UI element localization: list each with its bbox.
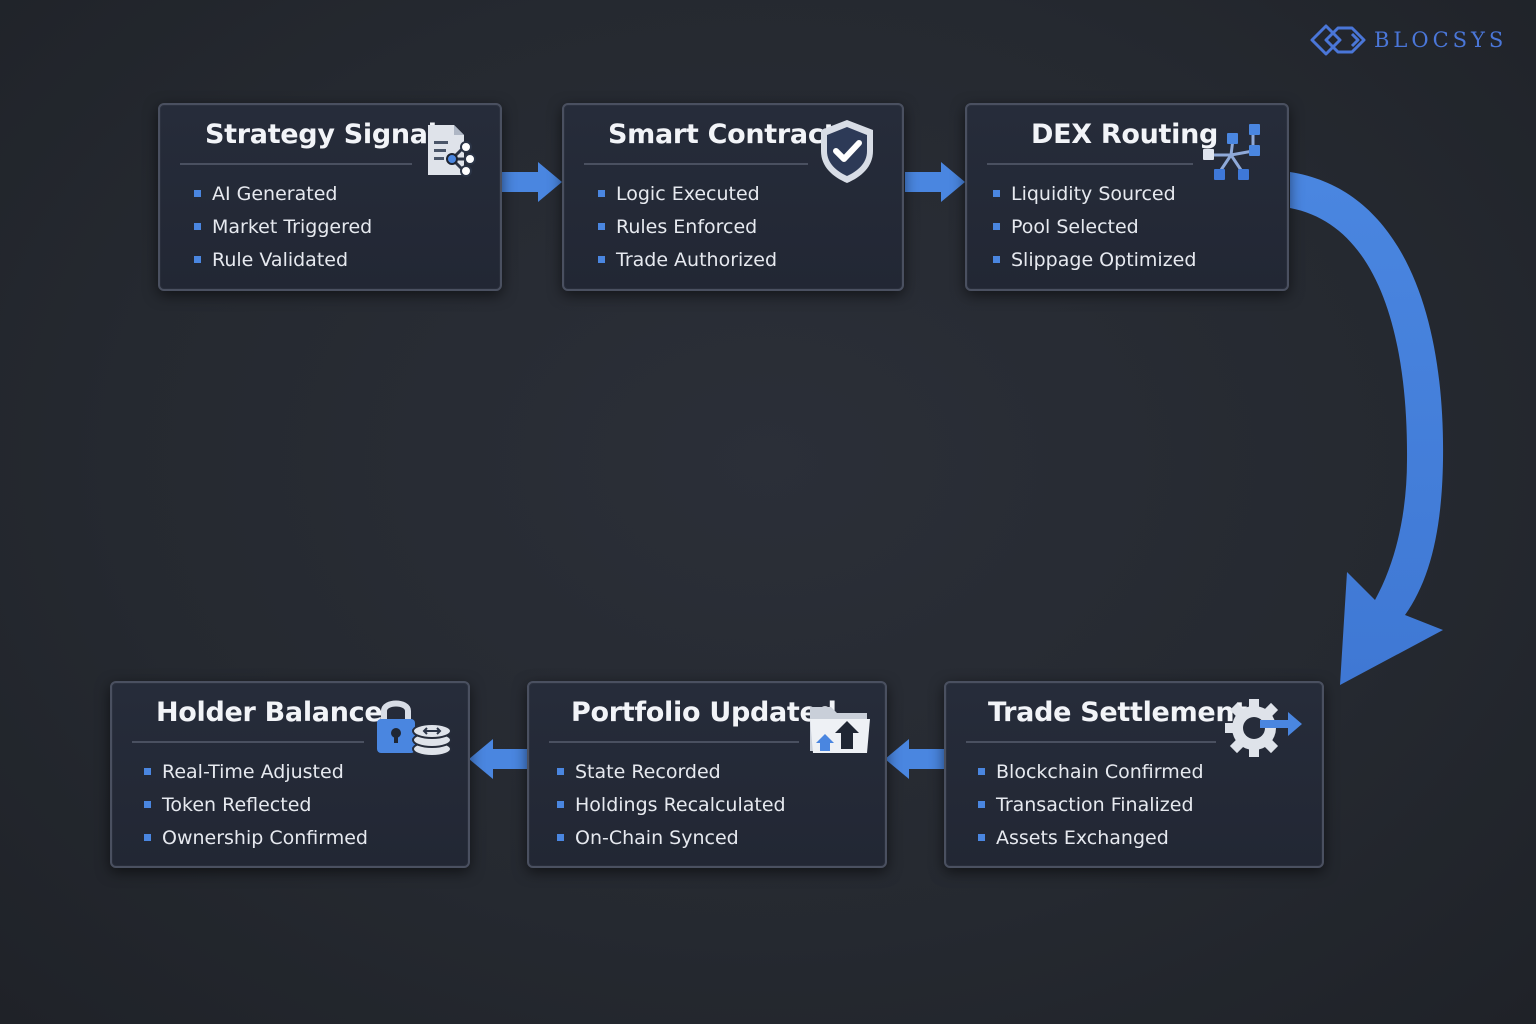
item-label: AI Generated bbox=[212, 182, 338, 205]
step-details: Liquidity Sourced Pool Selected Slippage… bbox=[993, 177, 1196, 276]
list-item: Logic Executed bbox=[598, 177, 777, 210]
item-label: Logic Executed bbox=[616, 182, 760, 205]
step-card-portfolio-updated: Portfolio Updated State Recorded Holding… bbox=[527, 681, 887, 868]
item-label: Assets Exchanged bbox=[996, 826, 1169, 849]
step-card-strategy-signal: Strategy Signal AI Generated Market Trig… bbox=[158, 103, 502, 291]
list-item: State Recorded bbox=[557, 755, 786, 788]
bullet-icon bbox=[598, 223, 605, 230]
bullet-icon bbox=[557, 801, 564, 808]
bullet-icon bbox=[598, 256, 605, 263]
item-label: Pool Selected bbox=[1011, 215, 1139, 238]
item-label: Slippage Optimized bbox=[1011, 248, 1197, 271]
card-title: Strategy Signal bbox=[205, 119, 437, 150]
item-label: Transaction Finalized bbox=[996, 793, 1194, 816]
bullet-icon bbox=[144, 834, 151, 841]
bullet-icon bbox=[144, 801, 151, 808]
bullet-icon bbox=[993, 256, 1000, 263]
flow-arrow-4-to-5 bbox=[885, 739, 945, 779]
bullet-icon bbox=[598, 190, 605, 197]
shield-check-icon bbox=[816, 117, 878, 185]
item-label: Rules Enforced bbox=[616, 215, 758, 238]
step-card-dex-routing: DEX Routing Liquidity Sourced Pool Selec… bbox=[965, 103, 1289, 291]
step-details: State Recorded Holdings Recalculated On-… bbox=[557, 755, 786, 854]
list-item: Ownership Confirmed bbox=[144, 821, 368, 854]
list-item: Rules Enforced bbox=[598, 210, 777, 243]
bullet-icon bbox=[194, 256, 201, 263]
flow-arrow-3-to-4 bbox=[1290, 172, 1444, 685]
bullet-icon bbox=[557, 834, 564, 841]
list-item: Liquidity Sourced bbox=[993, 177, 1196, 210]
brand-name: BLOCSYS bbox=[1374, 28, 1508, 52]
item-label: State Recorded bbox=[575, 760, 721, 783]
bullet-icon bbox=[978, 768, 985, 775]
item-label: Holdings Recalculated bbox=[575, 793, 786, 816]
card-title: Smart Contract bbox=[608, 119, 837, 150]
flow-arrow-1-to-2 bbox=[502, 162, 562, 202]
item-label: Market Triggered bbox=[212, 215, 373, 238]
list-item: Assets Exchanged bbox=[978, 821, 1204, 854]
list-item: Transaction Finalized bbox=[978, 788, 1204, 821]
bullet-icon bbox=[194, 223, 201, 230]
card-title: Holder Balance bbox=[156, 697, 383, 728]
list-item: On-Chain Synced bbox=[557, 821, 786, 854]
step-card-holder-balance: Holder Balance Real-Time Adjusted Token … bbox=[110, 681, 470, 868]
gear-arrow-icon bbox=[1222, 695, 1306, 761]
step-card-smart-contract: Smart Contract Logic Executed Rules Enfo… bbox=[562, 103, 904, 291]
step-details: AI Generated Market Triggered Rule Valid… bbox=[194, 177, 372, 276]
title-divider bbox=[549, 741, 799, 743]
card-title: DEX Routing bbox=[1031, 119, 1219, 150]
item-label: Blockchain Confirmed bbox=[996, 760, 1204, 783]
item-label: On-Chain Synced bbox=[575, 826, 739, 849]
item-label: Token Reflected bbox=[162, 793, 312, 816]
item-label: Ownership Confirmed bbox=[162, 826, 368, 849]
blocsys-logo-icon bbox=[1310, 24, 1366, 56]
bullet-icon bbox=[993, 190, 1000, 197]
list-item: Blockchain Confirmed bbox=[978, 755, 1204, 788]
title-divider bbox=[987, 163, 1193, 165]
item-label: Liquidity Sourced bbox=[1011, 182, 1176, 205]
routing-network-icon bbox=[1201, 121, 1267, 187]
list-item: Pool Selected bbox=[993, 210, 1196, 243]
lock-coins-icon bbox=[374, 693, 454, 761]
item-label: Trade Authorized bbox=[616, 248, 778, 271]
document-network-icon bbox=[424, 119, 486, 181]
step-details: Logic Executed Rules Enforced Trade Auth… bbox=[598, 177, 777, 276]
list-item: Rule Validated bbox=[194, 243, 372, 276]
item-label: Real-Time Adjusted bbox=[162, 760, 344, 783]
list-item: Slippage Optimized bbox=[993, 243, 1196, 276]
bullet-icon bbox=[993, 223, 1000, 230]
step-card-trade-settlement: Trade Settlement Blockchain Confirmed Tr… bbox=[944, 681, 1324, 868]
bullet-icon bbox=[978, 834, 985, 841]
list-item: Token Reflected bbox=[144, 788, 368, 821]
brand-logo: BLOCSYS bbox=[1308, 18, 1508, 62]
title-divider bbox=[584, 163, 808, 165]
list-item: AI Generated bbox=[194, 177, 372, 210]
step-details: Blockchain Confirmed Transaction Finaliz… bbox=[978, 755, 1204, 854]
bullet-icon bbox=[194, 190, 201, 197]
step-details: Real-Time Adjusted Token Reflected Owner… bbox=[144, 755, 368, 854]
list-item: Trade Authorized bbox=[598, 243, 777, 276]
card-title: Portfolio Updated bbox=[571, 697, 837, 728]
list-item: Real-Time Adjusted bbox=[144, 755, 368, 788]
flow-arrow-2-to-3 bbox=[905, 162, 965, 202]
bullet-icon bbox=[144, 768, 151, 775]
bullet-icon bbox=[978, 801, 985, 808]
card-title: Trade Settlement bbox=[988, 697, 1247, 728]
folder-upload-icon bbox=[807, 699, 873, 757]
bullet-icon bbox=[557, 768, 564, 775]
item-label: Rule Validated bbox=[212, 248, 349, 271]
title-divider bbox=[132, 741, 364, 743]
list-item: Holdings Recalculated bbox=[557, 788, 786, 821]
flow-arrow-5-to-6 bbox=[469, 739, 529, 779]
title-divider bbox=[966, 741, 1216, 743]
list-item: Market Triggered bbox=[194, 210, 372, 243]
title-divider bbox=[180, 163, 412, 165]
